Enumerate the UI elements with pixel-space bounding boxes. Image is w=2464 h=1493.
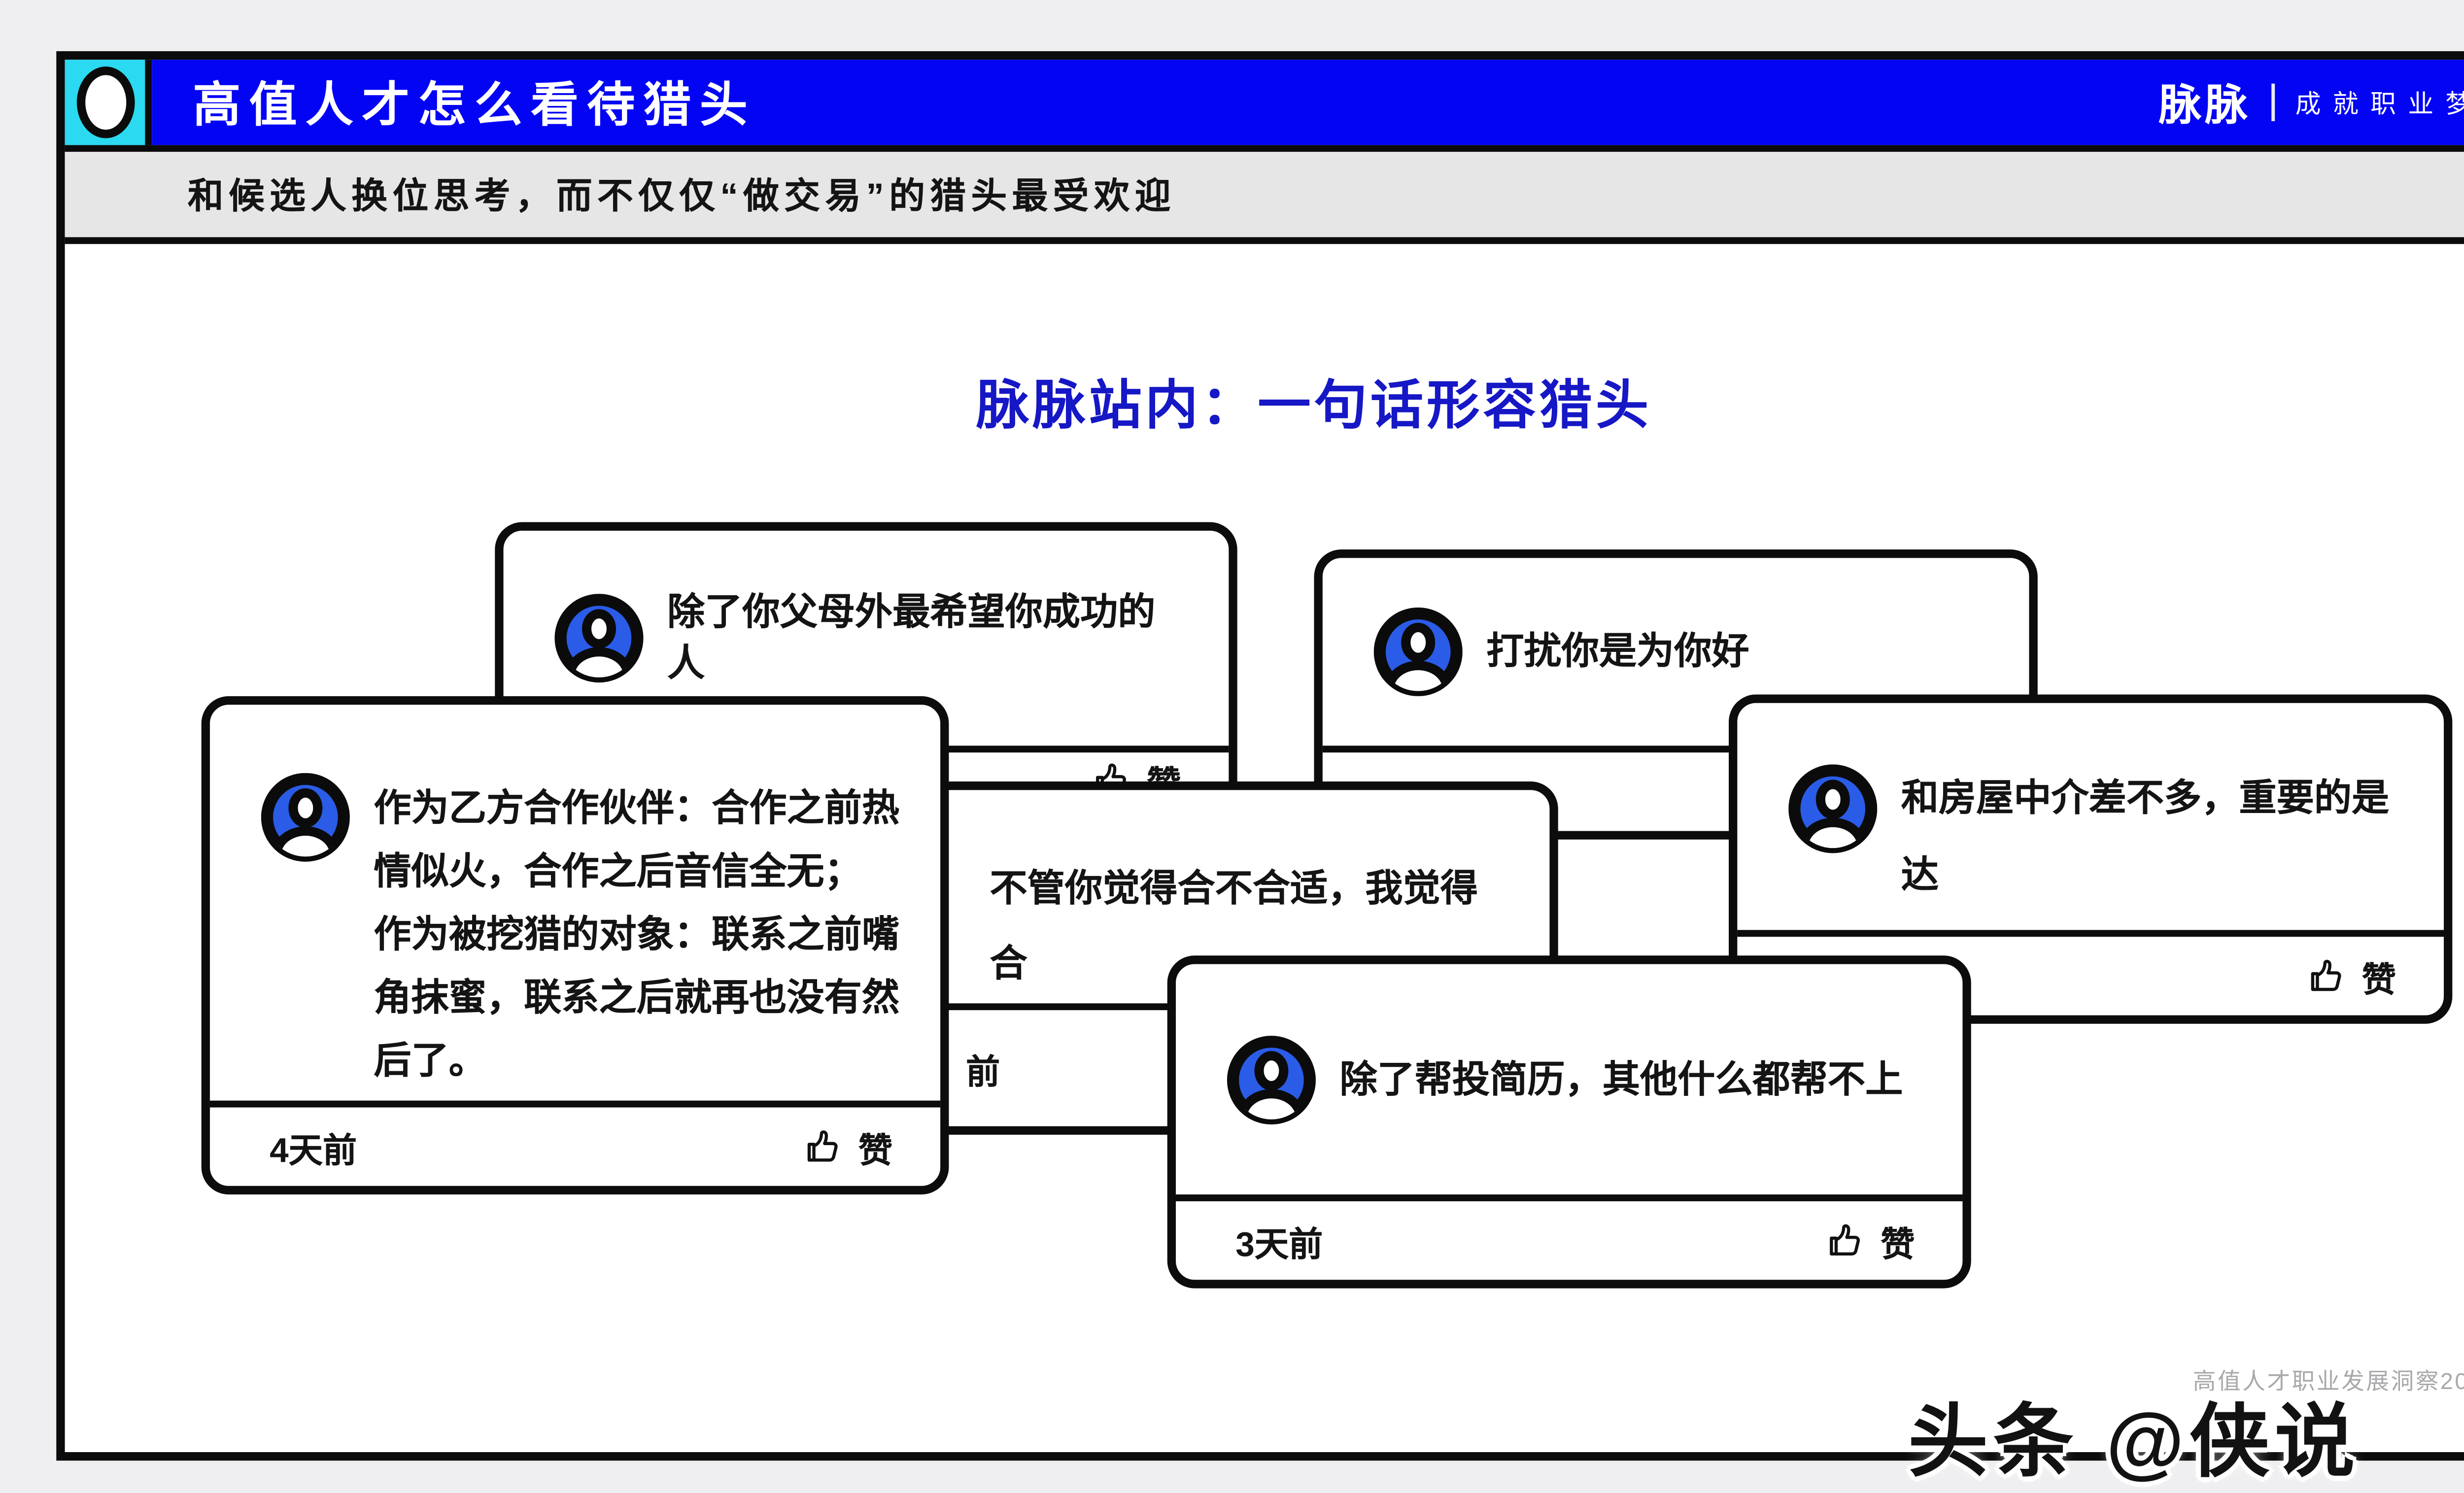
card-body: 打扰你是为你好 xyxy=(1323,558,2029,746)
maimai-logo: 脉脉 xyxy=(2158,82,2251,130)
like-label: 赞 xyxy=(858,1132,893,1170)
card-body: 不管你觉得合不合适，我觉得合 适就行 xyxy=(828,790,1550,1003)
thumbs-up-icon xyxy=(1824,1220,1865,1261)
quote-card-resume: 除了帮投简历，其他什么都帮不上 3天前 赞 xyxy=(1167,955,1971,1289)
brand-lockup: 脉脉 成就职业梦想 xyxy=(2159,71,2464,133)
like-button[interactable]: 赞 xyxy=(2306,951,2396,1001)
timestamp: 3天前 xyxy=(1235,1226,1323,1264)
card-body: 和房屋中介差不多，重要的是达 成交易 xyxy=(1737,703,2444,930)
like-button[interactable]: 赞 xyxy=(802,1122,893,1171)
toutiao-watermark: 头条 @侠说 xyxy=(1908,1395,2360,1487)
quote-text: 作为乙方合作伙伴：合作之前热 情似火，合作之后音信全无； 作为被挖猎的对象：联系… xyxy=(374,786,900,1082)
quote-card-partner: 作为乙方合作伙伴：合作之前热 情似火，合作之后音信全无； 作为被挖猎的对象：联系… xyxy=(201,696,949,1195)
brand-tagline: 成就职业梦想 xyxy=(2295,89,2464,119)
avatar-icon xyxy=(554,594,644,683)
header-bar: 高值人才怎么看待猎头 脉脉 成就职业梦想 xyxy=(152,60,2464,145)
header-accent-square xyxy=(65,60,152,145)
card-body: 除了帮投简历，其他什么都帮不上 xyxy=(1176,964,1962,1195)
header-band: 高值人才怎么看待猎头 脉脉 成就职业梦想 xyxy=(65,60,2464,152)
quote-text: 除了你父母外最希望你成功的人 xyxy=(667,590,1156,684)
thumbs-up-icon xyxy=(802,1126,843,1167)
subtitle-text: 和候选人换位思考，而不仅仅“做交易”的猎头最受欢迎 xyxy=(187,177,1176,217)
card-body: 作为乙方合作伙伴：合作之前热 情似火，合作之后音信全无； 作为被挖猎的对象：联系… xyxy=(210,705,940,1100)
quote-card-agent: 和房屋中介差不多，重要的是达 成交易 赞 xyxy=(1729,694,2453,1024)
thumbs-up-icon xyxy=(2306,955,2347,996)
timestamp: 前 xyxy=(966,1053,1000,1091)
like-button[interactable]: 赞 xyxy=(1824,1216,1915,1265)
card-footer: 3天前 赞 xyxy=(1176,1194,1963,1280)
avatar-icon xyxy=(1373,607,1463,696)
card-footer: 赞 xyxy=(1737,930,2444,1015)
quote-text: 不管你觉得合不合适，我觉得合 适就行 xyxy=(990,867,1478,985)
avatar-icon xyxy=(1227,1035,1316,1124)
report-caption: 高值人才职业发展洞察2021 xyxy=(2192,1368,2464,1394)
quote-text: 除了帮投简历，其他什么都帮不上 xyxy=(1339,1057,1903,1100)
brand-divider xyxy=(2271,83,2275,121)
card-footer: 4天前 赞 xyxy=(209,1100,941,1186)
quote-text: 和房屋中介差不多，重要的是达 成交易 xyxy=(1901,776,2390,896)
circle-bullet-icon xyxy=(76,67,134,138)
page-title: 高值人才怎么看待猎头 xyxy=(193,78,756,132)
like-label: 赞 xyxy=(2361,961,2396,999)
like-label: 赞 xyxy=(1881,1226,1915,1264)
timestamp: 4天前 xyxy=(270,1132,357,1170)
card-body: 除了你父母外最希望你成功的人 xyxy=(504,531,1229,746)
subtitle-band: 和候选人换位思考，而不仅仅“做交易”的猎头最受欢迎 xyxy=(65,152,2464,244)
section-heading: 脉脉站内：一句话形容猎头 xyxy=(976,375,1652,436)
avatar-icon xyxy=(1788,764,1878,853)
quote-text: 打扰你是为你好 xyxy=(1486,629,1749,673)
avatar-icon xyxy=(261,773,350,862)
